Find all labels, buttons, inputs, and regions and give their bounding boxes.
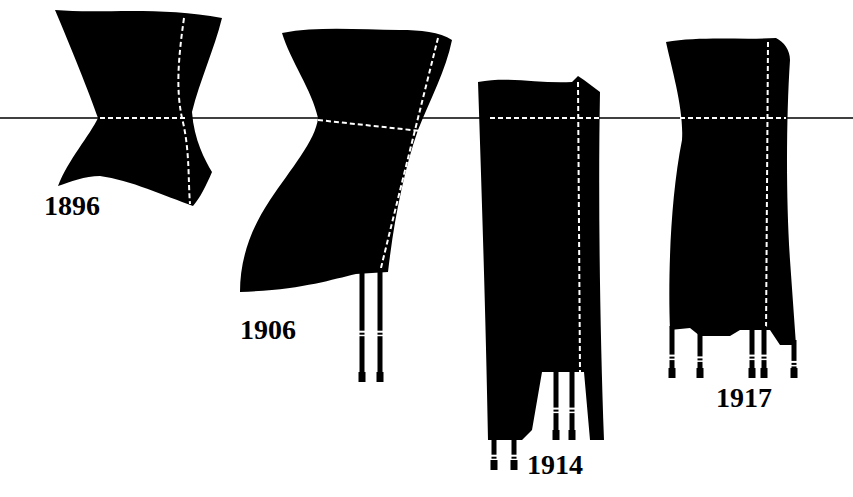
suspender-strap [376,268,384,382]
suspender-strap [568,368,576,440]
year-label: 1917 [716,384,772,412]
suspender-strap [748,326,756,378]
suspender-strap [510,436,518,470]
year-label: 1906 [240,316,296,344]
corset-1906 [240,29,452,292]
suspender-strap [790,340,798,378]
year-label: 1914 [527,451,583,479]
year-label: 1896 [44,192,100,220]
suspender-strap [760,326,768,378]
corset-1914 [478,76,604,440]
suspender-strap [358,268,366,382]
suspender-strap [668,326,676,378]
suspender-strap [696,330,704,378]
corset-1917 [666,38,796,345]
suspender-strap [552,368,560,440]
corset-1896 [55,10,222,206]
suspender-strap [490,436,498,470]
